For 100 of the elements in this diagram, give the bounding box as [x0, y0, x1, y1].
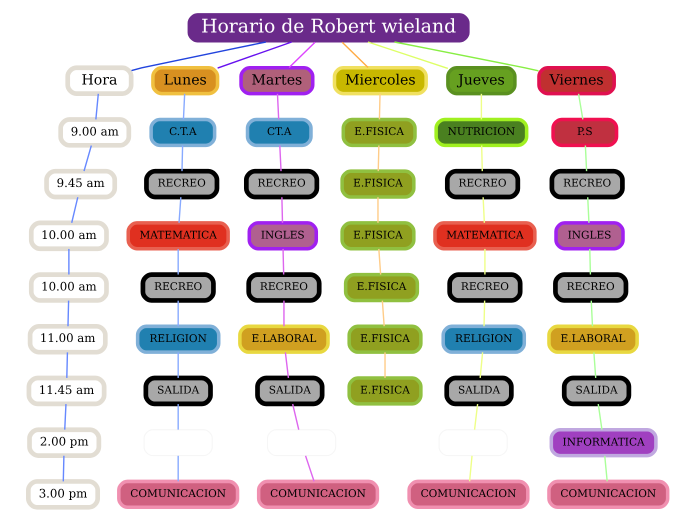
node-box: CT.A	[246, 117, 313, 147]
node-box: 11.00 am	[28, 323, 108, 354]
node-box: INGLES	[248, 220, 318, 250]
connector	[177, 455, 179, 481]
node-box	[144, 428, 213, 456]
node-box: P.S	[551, 117, 618, 147]
node-box	[438, 428, 508, 456]
node-box: RECREO	[553, 272, 628, 302]
node-box: E.FISICA	[342, 117, 417, 147]
connector	[288, 41, 316, 68]
node-box: 3.00 pm	[26, 478, 100, 510]
node-box: 9.45 am	[44, 168, 118, 199]
connector	[67, 300, 70, 326]
node-box: RECREO	[244, 168, 320, 199]
connector	[181, 145, 184, 171]
node-box: SALIDA	[255, 375, 324, 406]
connector	[468, 455, 473, 481]
connector	[131, 40, 266, 71]
connector	[178, 196, 182, 222]
node-box: 2.00 pm	[27, 426, 102, 458]
connector	[382, 300, 385, 326]
connector	[604, 455, 608, 481]
connector	[62, 455, 65, 481]
connector	[177, 248, 179, 274]
connector	[95, 93, 99, 119]
connector	[368, 40, 448, 69]
connector	[83, 144, 92, 171]
connector	[584, 145, 588, 171]
connector	[598, 403, 603, 430]
node-box: E.LABORAL	[547, 324, 639, 354]
connector	[64, 404, 67, 430]
connector	[68, 248, 70, 274]
connector	[587, 196, 590, 222]
connector	[217, 40, 292, 68]
connector	[177, 352, 179, 378]
node-box: 9.00 am	[58, 116, 132, 148]
connector	[378, 248, 382, 274]
node-box: 10.00 am	[28, 220, 109, 251]
connector	[342, 41, 369, 68]
node-box: Jueves	[446, 66, 517, 95]
connector	[177, 404, 179, 430]
node-box: NUTRICION	[434, 117, 528, 147]
node-box: RECREO	[140, 272, 216, 302]
node-box: E.FISICA	[347, 376, 423, 406]
node-box: SALIDA	[444, 375, 514, 406]
node-box: COMUNICACION	[256, 479, 380, 509]
connector	[378, 145, 380, 171]
node-box: COMUNICACION	[547, 479, 670, 509]
node-box: Hora	[65, 64, 134, 96]
connector	[378, 93, 381, 119]
connector	[66, 352, 68, 378]
connector	[590, 300, 594, 326]
connector	[593, 352, 596, 378]
connector	[589, 248, 592, 274]
node-box: SALIDA	[144, 375, 213, 406]
node-box: RELIGION	[136, 324, 220, 354]
node-box: COMUNICACION	[407, 479, 530, 509]
connector	[474, 404, 478, 430]
node-box: SALIDA	[562, 375, 632, 406]
connector	[484, 248, 486, 274]
connector	[482, 196, 486, 222]
node-box: RECREO	[144, 168, 220, 199]
connector	[292, 403, 300, 430]
connector	[384, 352, 386, 378]
node-box: MATEMATICA	[433, 220, 537, 250]
node-box: RELIGION	[441, 324, 526, 354]
node-box: RECREO	[444, 168, 520, 199]
connector	[284, 352, 290, 378]
node-box: E.FISICA	[347, 324, 423, 354]
node-box: INGLES	[554, 220, 625, 250]
node-box: 10.00 am	[28, 272, 109, 302]
connector	[276, 93, 280, 119]
connector	[279, 145, 282, 171]
node-box: RECREO	[550, 168, 625, 199]
connector	[480, 93, 482, 119]
connector	[281, 196, 284, 222]
connector	[282, 248, 284, 274]
connector	[377, 196, 379, 222]
connector	[182, 93, 186, 119]
node-box: Viernes	[537, 66, 616, 95]
node-box: COMUNICACION	[117, 479, 240, 509]
connector	[177, 300, 179, 326]
connector	[578, 93, 584, 119]
node-box: C.T.A	[149, 117, 216, 147]
node-box: Martes	[239, 66, 314, 95]
node-box: E.FISICA	[340, 220, 416, 250]
node-box: 11.45 am	[26, 375, 106, 406]
connector	[394, 40, 539, 72]
connector	[479, 352, 484, 378]
node-box	[266, 428, 336, 456]
node-box: E.FISICA	[340, 168, 416, 198]
node-box: RECREO	[447, 272, 523, 302]
node-box: Lunes	[151, 66, 220, 95]
connector	[480, 145, 483, 171]
node-box: Miercoles	[332, 66, 428, 95]
connector	[483, 300, 486, 326]
node-box: INFORMATICA	[550, 427, 658, 457]
connector	[283, 300, 285, 326]
node-box: MATEMATICA	[126, 220, 230, 250]
node-box: E.LABORAL	[238, 324, 330, 354]
